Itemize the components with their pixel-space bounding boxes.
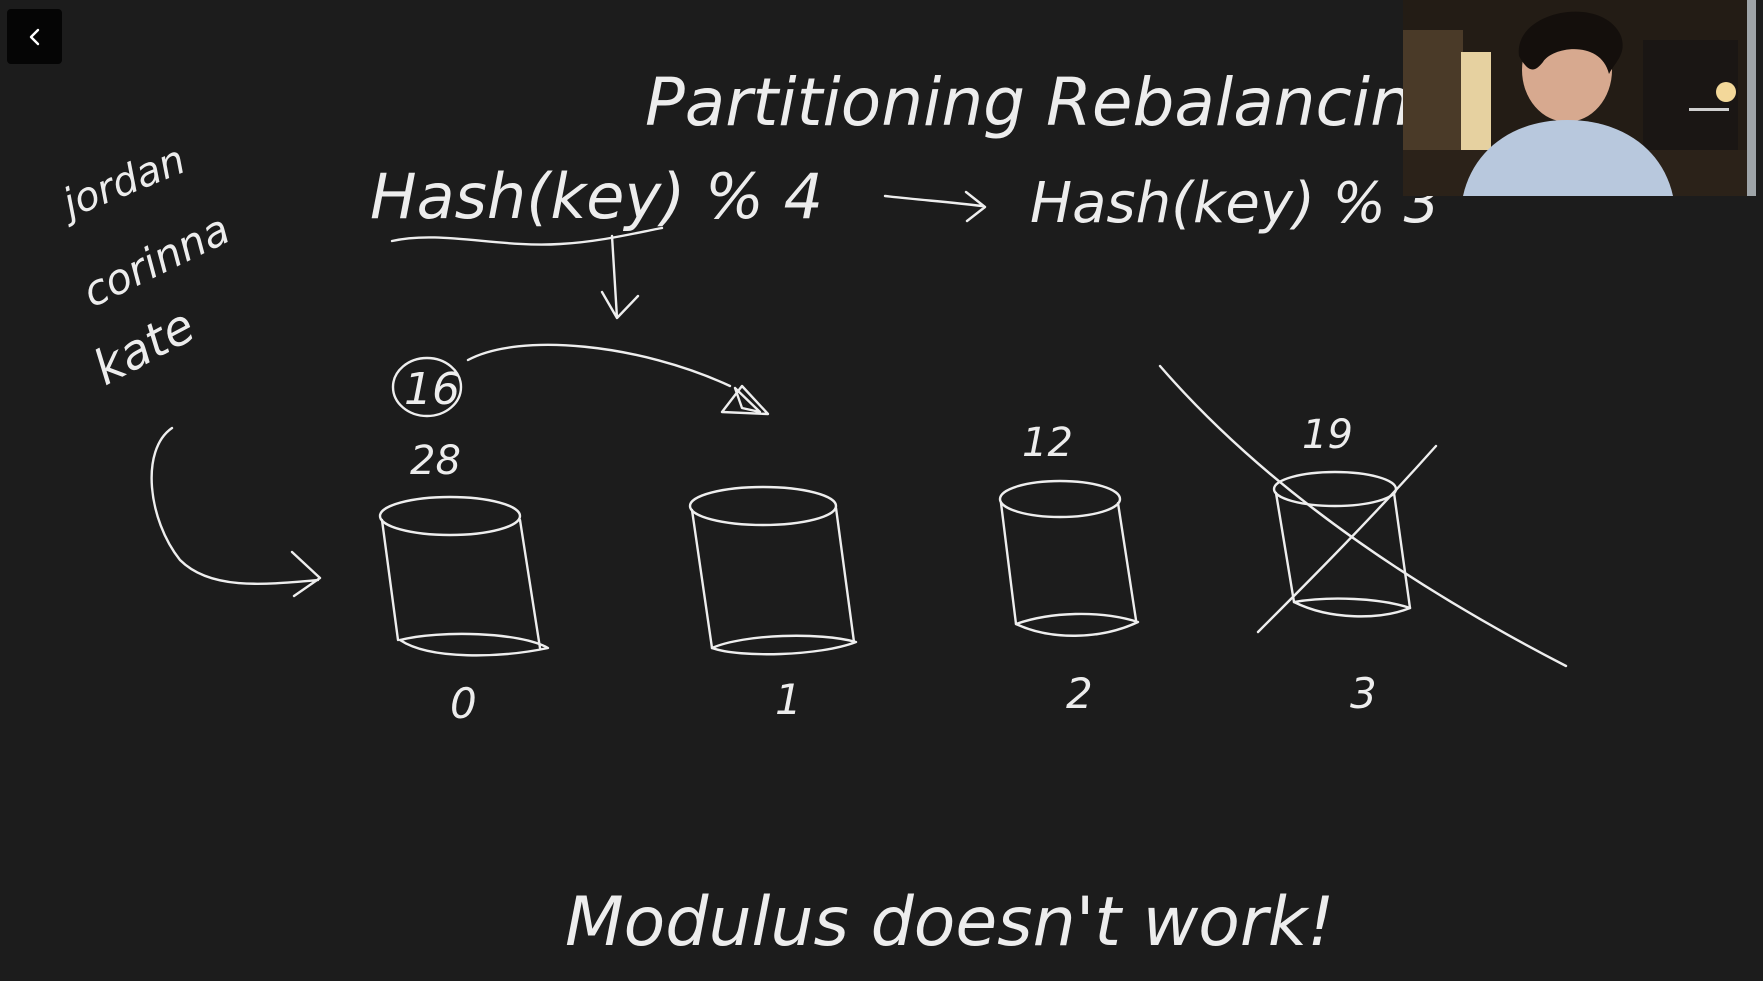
formula-transition-arrow [883, 190, 987, 223]
key-jordan: jordan [52, 137, 192, 229]
presenter-webcam [1403, 0, 1756, 196]
partition-3-count: 19 [1302, 412, 1353, 458]
back-button[interactable] [7, 9, 62, 64]
hash-value-circle [391, 356, 463, 418]
formula-left: Hash(key) % 4 [370, 160, 823, 233]
formula-underline [390, 226, 664, 246]
formula-right: Hash(key) % 3 [1030, 171, 1439, 236]
conclusion-text: Modulus doesn't work! [565, 883, 1334, 962]
partition-3-cross-out [1158, 364, 1568, 668]
partition-2-count: 12 [1022, 420, 1073, 466]
presenter-video-icon [1403, 0, 1756, 196]
hash-value: 16 [404, 364, 460, 415]
hash-to-partition-arrow [466, 343, 770, 416]
keys-to-partition-arrow [150, 426, 322, 598]
partition-3-label: 3 [1350, 669, 1377, 718]
down-arrow [600, 234, 640, 320]
partition-0-cylinder [378, 495, 550, 657]
partition-2-label: 2 [1066, 669, 1093, 718]
partition-2-cylinder [998, 479, 1140, 637]
partition-1-label: 1 [775, 675, 802, 724]
partition-0-label: 0 [450, 679, 477, 728]
partition-1-cylinder [688, 485, 858, 656]
partition-0-count: 28 [410, 438, 461, 484]
key-corinna: corinna [75, 204, 237, 317]
board-title: Partitioning Rebalancing [645, 64, 1454, 141]
chevron-left-icon [29, 28, 39, 45]
